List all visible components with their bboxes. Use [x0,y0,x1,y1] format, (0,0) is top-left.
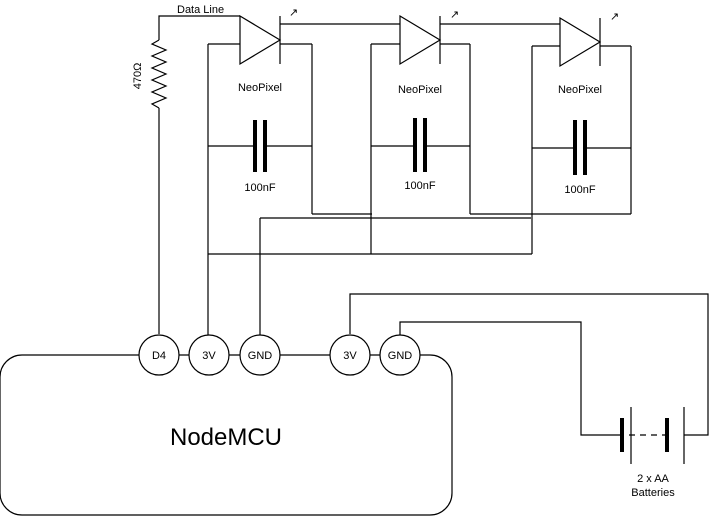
led-diode-2 [399,14,442,66]
resistor-label: 470Ω [132,63,144,90]
neopixel-label-2: NeoPixel [398,84,442,96]
pin-gnd-right: GND [379,334,421,376]
capacitor-label-1: 100nF [244,182,275,194]
capacitor-label-3: 100nF [564,184,595,196]
battery-symbol [620,407,685,464]
battery-label-line2: Batteries [631,487,675,499]
battery-label-line1: 2 x AA [637,473,669,485]
neopixel-label-1: NeoPixel [238,82,282,94]
light-arrow-icon: ↗ [610,11,619,23]
power-rails [208,217,532,335]
pin-3v-right: 3V [329,334,371,376]
neopixel-label-3: NeoPixel [558,84,602,96]
capacitor-label-2: 100nF [404,180,435,192]
pin-label: GND [388,350,413,362]
pin-label: 3V [343,350,357,362]
battery-wires [349,293,709,436]
data-line-wire [150,15,240,334]
neopixel-unit-3 [531,16,632,254]
data-line-label: Data Line [177,4,224,16]
nodemcu-label: NodeMCU [170,424,282,451]
pin-label: D4 [152,350,166,362]
pin-label: GND [248,350,273,362]
neopixel-unit-1 [207,14,372,335]
led-diode-3 [559,16,602,68]
light-arrow-icon: ↗ [289,7,298,19]
pin-d4: D4 [138,334,180,376]
led-diode-1 [239,14,282,66]
pin-gnd-left: GND [239,334,281,376]
pin-label: 3V [202,350,216,362]
light-arrow-icon: ↗ [450,9,459,21]
pin-3v-left: 3V [188,334,230,376]
neopixel-unit-2 [370,14,532,254]
